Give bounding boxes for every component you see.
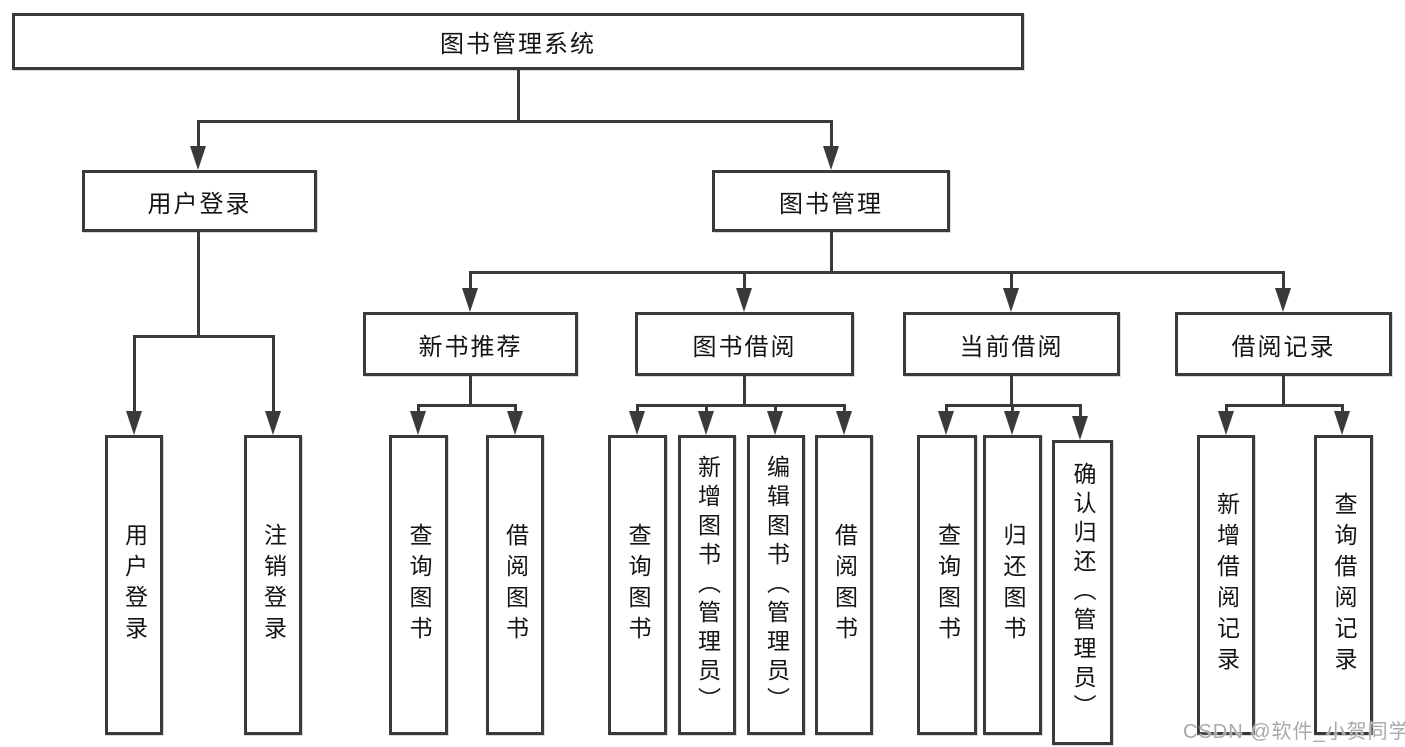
leaf-node-edit-book-admin: 编辑图书（管理员）	[747, 435, 805, 735]
node-book-management: 图书管理	[712, 170, 950, 232]
arrowhead-down-icon	[1004, 411, 1020, 435]
connector-line	[197, 120, 833, 123]
connector-line	[1225, 404, 1344, 407]
leaf-node-user-login: 用户登录	[105, 435, 163, 735]
arrowhead-down-icon	[736, 288, 752, 312]
connector-line	[197, 232, 200, 338]
leaf-node-logout: 注销登录	[244, 435, 302, 735]
arrowhead-down-icon	[507, 411, 523, 435]
arrowhead-down-icon	[836, 411, 852, 435]
connector-line	[133, 335, 275, 338]
connector-line	[469, 271, 1285, 274]
arrowhead-down-icon	[698, 411, 714, 435]
arrowhead-down-icon	[126, 411, 142, 435]
arrowhead-down-icon	[1275, 288, 1291, 312]
connector-line	[1225, 404, 1228, 414]
connector-line	[774, 404, 777, 414]
leaf-node-return-book: 归还图书	[983, 435, 1042, 735]
arrowhead-down-icon	[1003, 288, 1019, 312]
connector-line	[743, 271, 746, 291]
leaf-node-query-book-2: 查询图书	[608, 435, 667, 735]
connector-line	[133, 335, 136, 413]
connector-line	[843, 404, 846, 414]
section-node-current-borrow: 当前借阅	[903, 312, 1120, 376]
connector-line	[1011, 404, 1014, 414]
connector-line	[830, 120, 833, 148]
arrowhead-down-icon	[462, 288, 478, 312]
connector-line	[1282, 376, 1285, 407]
connector-line	[469, 271, 472, 291]
csdn-watermark: CSDN @软件_小贺同学	[1183, 721, 1405, 743]
connector-line	[417, 404, 420, 414]
root-node-library-system: 图书管理系统	[12, 13, 1024, 70]
leaf-node-borrow-book-2: 借阅图书	[815, 435, 873, 735]
leaf-node-borrow-book-1: 借阅图书	[486, 435, 544, 735]
connector-line	[636, 404, 639, 414]
arrowhead-down-icon	[629, 411, 645, 435]
connector-line	[417, 404, 517, 407]
connector-line	[830, 232, 833, 274]
arrowhead-down-icon	[823, 146, 839, 170]
arrowhead-down-icon	[1218, 411, 1234, 435]
connector-line	[469, 376, 472, 407]
connector-line	[743, 376, 746, 407]
connector-line	[1341, 404, 1344, 414]
node-user-login: 用户登录	[82, 170, 317, 232]
arrowhead-down-icon	[190, 146, 206, 170]
connector-line	[705, 404, 708, 414]
arrowhead-down-icon	[265, 411, 281, 435]
connector-line	[1079, 404, 1082, 417]
connector-line	[1282, 271, 1285, 291]
arrowhead-down-icon	[938, 411, 954, 435]
leaf-node-add-book-admin: 新增图书（管理员）	[678, 435, 736, 735]
connector-line	[945, 404, 948, 414]
connector-line	[1010, 271, 1013, 291]
connector-line	[1010, 376, 1013, 407]
section-node-borrow-record: 借阅记录	[1175, 312, 1392, 376]
connector-line	[272, 335, 275, 413]
leaf-node-query-book-3: 查询图书	[917, 435, 977, 735]
leaf-node-query-book-1: 查询图书	[389, 435, 448, 735]
leaf-node-query-borrow-record: 查询借阅记录	[1314, 435, 1373, 735]
arrowhead-down-icon	[410, 411, 426, 435]
leaf-node-add-borrow-record: 新增借阅记录	[1197, 435, 1255, 735]
section-node-new-book-recommend: 新书推荐	[363, 312, 578, 376]
arrowhead-down-icon	[1334, 411, 1350, 435]
arrowhead-down-icon	[767, 411, 783, 435]
connector-line	[197, 120, 200, 148]
connector-line	[636, 404, 846, 407]
connector-line	[517, 70, 520, 120]
leaf-node-confirm-return-admin: 确认归还（管理员）	[1052, 440, 1113, 745]
section-node-book-borrow: 图书借阅	[635, 312, 854, 376]
connector-line	[514, 404, 517, 414]
arrowhead-down-icon	[1072, 416, 1088, 440]
